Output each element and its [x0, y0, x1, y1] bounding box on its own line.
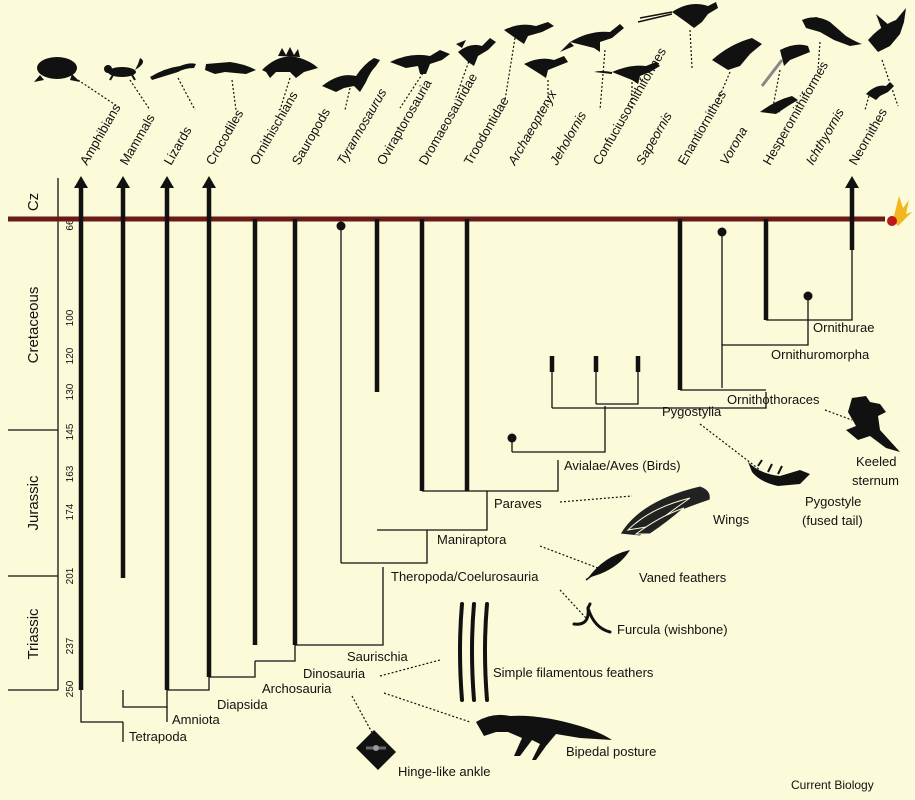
clade-label-ornithurae: Ornithurae	[813, 320, 874, 335]
survivor-arrows	[74, 176, 859, 188]
clade-label-avialae: Avialae/Aves (Birds)	[564, 458, 681, 473]
taxon-label-vorona: Vorona	[717, 124, 751, 167]
vaned-feather-icon	[585, 550, 630, 581]
tick-145: 145	[65, 423, 76, 440]
clade-label-maniraptora: Maniraptora	[437, 532, 507, 547]
asteroid-icon	[887, 196, 912, 226]
tick-130: 130	[65, 383, 76, 400]
lizard-icon	[150, 63, 196, 80]
journal-credit: Current Biology	[791, 778, 874, 792]
archaeopteryx-icon	[560, 24, 624, 52]
trait-label-fused-tail: (fused tail)	[802, 513, 863, 528]
trait-label-furcula: Furcula (wishbone)	[617, 622, 728, 637]
trait-label-hinge-ankle: Hinge-like ankle	[398, 764, 491, 779]
tick-201: 201	[65, 567, 76, 584]
furcula-icon	[572, 602, 612, 634]
sauropod-icon	[322, 58, 380, 92]
period-label-cretaceous: Cretaceous	[25, 287, 42, 364]
vorona-icon	[760, 96, 798, 114]
clade-label-diapsida: Diapsida	[217, 697, 268, 712]
taxon-silhouettes	[34, 2, 906, 114]
taxon-label-crocodiles: Crocodiles	[203, 106, 247, 167]
crocodile-icon	[205, 62, 256, 74]
taxon-label-mammals: Mammals	[117, 111, 158, 168]
wing-icon	[619, 485, 711, 537]
enantiornithes-icon	[760, 44, 810, 87]
hesperornis-icon	[802, 17, 862, 46]
period-label-cz: Cz	[25, 193, 42, 211]
trait-label-wings: Wings	[713, 512, 750, 527]
taxon-label-neornithes: Neornithes	[846, 105, 891, 167]
troodontid-icon	[524, 56, 568, 78]
trait-illustrations	[356, 396, 900, 770]
trait-label-pygostyle: Pygostyle	[805, 494, 861, 509]
taxon-label-lizards: Lizards	[161, 123, 195, 167]
trait-leaders	[351, 409, 853, 739]
trait-label-sternum: sternum	[852, 473, 899, 488]
clade-label-ornithothoraces: Ornithothoraces	[727, 392, 820, 407]
clade-label-dinosauria: Dinosauria	[303, 666, 366, 681]
clade-label-ornithuromorpha: Ornithuromorpha	[771, 347, 870, 362]
taxon-label-troodontidae: Troodontidae	[461, 94, 512, 167]
tick-250: 250	[65, 680, 76, 697]
phylogeny-tree	[80, 219, 853, 742]
filament-feather-icon	[458, 602, 489, 702]
tick-237: 237	[65, 637, 76, 654]
clade-label-amniota: Amniota	[172, 712, 220, 727]
pygostyle-icon	[748, 459, 810, 486]
clade-labels: Tetrapoda Amniota Diapsida Archosauria D…	[129, 320, 874, 744]
oviraptorosaur-icon	[456, 38, 496, 66]
trait-label-vaned-feathers: Vaned feathers	[639, 570, 727, 585]
clade-label-tetrapoda: Tetrapoda	[129, 729, 188, 744]
tyrannosaurus-icon	[390, 50, 450, 74]
sapeornis-icon	[712, 38, 762, 70]
tick-174: 174	[65, 503, 76, 520]
neornithes-icon	[868, 8, 906, 52]
ichthyornis-icon	[866, 82, 894, 100]
clade-label-paraves: Paraves	[494, 496, 542, 511]
tick-120: 120	[65, 347, 76, 364]
period-label-jurassic: Jurassic	[25, 475, 42, 531]
taxon-label-jeholornis: Jeholornis	[546, 108, 589, 168]
period-label-triassic: Triassic	[25, 608, 42, 660]
clade-label-saurischia: Saurischia	[347, 649, 408, 664]
clade-label-pygostylia: Pygostylia	[662, 404, 722, 419]
clade-label-archosauria: Archosauria	[262, 681, 332, 696]
tick-163: 163	[65, 465, 76, 482]
confuciusornis-icon	[637, 2, 718, 28]
frog-icon	[34, 57, 80, 82]
bipedal-dinosaur-icon	[476, 714, 612, 760]
taxon-label-amphibians: Amphibians	[77, 101, 124, 168]
trait-label-filament-feathers: Simple filamentous feathers	[493, 665, 654, 680]
taxon-label-sapeornis: Sapeornis	[633, 109, 676, 168]
keeled-sternum-icon	[846, 396, 900, 452]
ankle-joint-icon	[356, 730, 396, 770]
clade-label-theropoda-coelurosauria: Theropoda/Coelurosauria	[391, 569, 539, 584]
tick-100: 100	[65, 309, 76, 326]
taxon-label-ichthyornis: Ichthyornis	[803, 105, 848, 167]
trait-label-bipedal: Bipedal posture	[566, 744, 656, 759]
taxon-label-sauropods: Sauropods	[289, 105, 334, 167]
trait-labels: Hinge-like ankle Bipedal posture Simple …	[398, 454, 899, 779]
terminal-dots	[336, 221, 813, 443]
timescale-axis: Cz Cretaceous Jurassic Triassic 66 100 1…	[8, 178, 76, 697]
jeholornis-icon	[594, 62, 660, 84]
taxon-label-confuciusornithiformes: Confuciusornithiformes	[590, 44, 670, 167]
tick-66: 66	[65, 219, 76, 231]
stratigraphic-ranges	[78, 188, 855, 690]
trait-label-keeled: Keeled	[856, 454, 896, 469]
dromaeosaur-icon	[504, 22, 554, 44]
mammal-icon	[104, 58, 144, 81]
stegosaur-icon	[262, 47, 318, 78]
